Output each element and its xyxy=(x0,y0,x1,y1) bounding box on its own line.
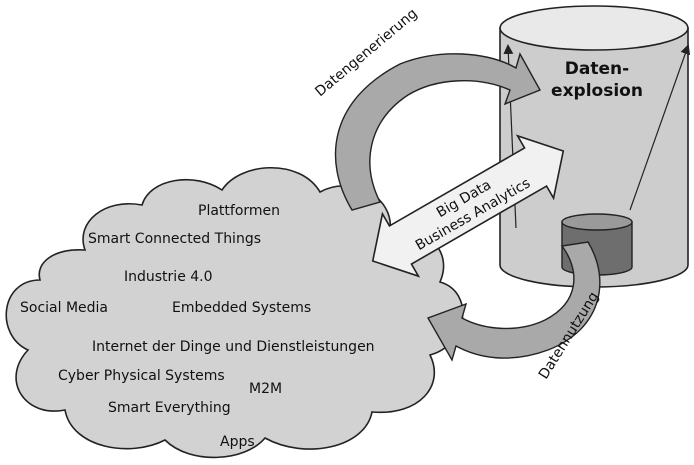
term-social-media: Social Media xyxy=(20,300,108,316)
term-apps: Apps xyxy=(220,434,255,450)
data-explosion-cylinder: Daten- explosion xyxy=(499,5,691,288)
term-smart-everything: Smart Everything xyxy=(108,400,231,416)
term-plattformen: Plattformen xyxy=(198,203,280,219)
cylinder-title-line1: Daten- xyxy=(565,59,629,79)
term-smart-connected-things: Smart Connected Things xyxy=(88,231,261,247)
cloud-terms: Plattformen Smart Connected Things Indus… xyxy=(20,203,375,450)
term-industrie-40: Industrie 4.0 xyxy=(124,269,213,285)
term-cyber-physical-systems: Cyber Physical Systems xyxy=(58,368,225,384)
term-internet-der-dinge: Internet der Dinge und Dienstleistungen xyxy=(92,339,375,355)
data-usage-arrow xyxy=(426,241,601,362)
cylinder-top xyxy=(499,5,689,51)
term-m2m: M2M xyxy=(249,381,282,397)
cylinder-title-line2: explosion xyxy=(551,81,643,101)
data-generation-arrow xyxy=(334,52,541,211)
growth-arrow-right xyxy=(629,44,691,211)
term-embedded-systems: Embedded Systems xyxy=(172,300,311,316)
